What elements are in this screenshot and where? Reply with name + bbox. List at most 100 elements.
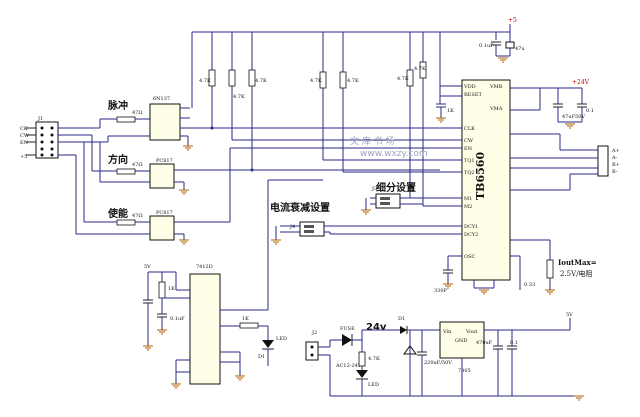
pin-en: EN — [464, 146, 473, 152]
opto-6n137 — [149, 103, 181, 141]
enable-section: 使能 47Ω PC817 — [70, 141, 440, 245]
r-sense-value: 0.33 — [524, 282, 535, 288]
dip-switch-micro: 细分设置 J3 — [361, 181, 423, 215]
vcc-out-label: 5V — [566, 312, 573, 318]
power-supply: J2 AC12-24V FUSE 24v 4.7K LED D1 — [305, 312, 584, 401]
c-out-2-value: 0.1 — [510, 340, 518, 346]
c-out-value: 470uF — [476, 340, 493, 346]
c-bulk-value: 220uF/50V — [424, 360, 452, 366]
vcc-top-label: +5 — [508, 17, 517, 24]
status-led-ref: D1 — [258, 354, 265, 360]
power-connector-ref: J2 — [311, 330, 317, 336]
tb6560-body — [461, 79, 511, 281]
out-b-minus: B- — [612, 169, 618, 175]
pin-dcy1: DCY1 — [464, 224, 478, 230]
direction-section: 方向 47Ω PC817 — [70, 134, 440, 195]
pullup-resistors: 4.7K 4.7K 4.7K 4.7K 4.7K 4.7K 4.7K — [191, 31, 510, 207]
r-pullup-3-value: 4.7K — [255, 78, 267, 84]
power-led-label: LED — [368, 382, 379, 388]
reg-gnd-pin: GND — [455, 338, 467, 344]
pin-reset: RESET — [464, 92, 482, 98]
j1-pin-cw: CW — [20, 133, 30, 139]
opto-pc817-en — [149, 215, 175, 241]
status-led-label: LED — [276, 336, 287, 342]
dip-switch-decay: 电流衰减设置 J4 — [270, 201, 343, 245]
ac-input-label: AC12-24V — [335, 363, 362, 369]
out-a-plus: A+ — [611, 148, 620, 154]
logic-c-value: 0.1uF — [170, 316, 185, 322]
decay-label: 电流衰减设置 — [270, 201, 330, 214]
power-connector — [305, 341, 319, 361]
pin-m1: M1 — [464, 196, 472, 202]
enable-label: 使能 — [107, 207, 128, 220]
supply-top: +5 0.1uF 47u — [479, 17, 525, 63]
logic-r-value: 1K — [168, 286, 175, 292]
reg-vin-pin: Vin — [442, 329, 452, 335]
connector-j1: J1 CK CW EN +5 — [20, 116, 70, 160]
diode-ref: D1 — [398, 316, 405, 322]
reg-vout-pin: Vout — [465, 329, 477, 335]
r-dir-value: 47Ω — [132, 162, 143, 168]
pin-vmb: VMB — [489, 84, 503, 90]
led2-r-value: 4.7K — [368, 356, 380, 362]
c-motor-value: 47uF50V — [562, 114, 585, 120]
pin-dcy2: DCY2 — [464, 232, 478, 238]
logic-section: 5V 细分设置 1K 0.1uF 7412D 1K LED D1 — [143, 179, 323, 389]
watermark-url: www.wxzy.com — [360, 149, 428, 159]
motor-supply: +24V 47uF50V 0.1 — [510, 79, 594, 129]
led-r-value: 1K — [242, 316, 249, 322]
micro-switch-name: J3 — [371, 186, 377, 192]
vmotor-label: +24V — [572, 79, 590, 86]
motor-output-connector: A+ A- B+ B- — [510, 133, 620, 191]
logic-vcc-label: 5V — [144, 264, 151, 270]
osc-cap-value: 330P — [434, 288, 448, 294]
r-pullup-6-value: 4.7K — [397, 76, 409, 82]
imax-formula-2: 2.5V/电阻 — [560, 269, 593, 278]
pin-clk: CLK — [464, 126, 475, 132]
tb6560-label: TB6560 — [474, 152, 487, 200]
direction-label: 方向 — [108, 153, 128, 166]
j1-pin-en: EN — [20, 140, 29, 146]
micro-label: 细分设置 — [376, 181, 416, 194]
tb6560-chip: TB6560 VDD RESET CLK CW EN TQ1 TQ2 M1 M2… — [323, 79, 511, 295]
imax-formula-1: IoutMax= — [558, 258, 597, 267]
r-pullup-5-value: 4.7K — [347, 78, 359, 84]
regulator-7805 — [439, 321, 485, 359]
pin-vdd: VDD — [463, 84, 476, 90]
r-en — [116, 219, 136, 226]
r-pullup-7-value: 4.7K — [414, 66, 426, 72]
pin-tq2: TQ2 — [464, 170, 475, 176]
opto-pc817-dir — [149, 163, 175, 189]
out-b-plus: B+ — [612, 162, 620, 168]
pulse-section: 脉冲 47Ω 6N137 — [70, 96, 440, 151]
opto1-label: 6N137 — [153, 96, 170, 102]
r-pulse-value: 47Ω — [132, 110, 143, 116]
r-pullup-1-value: 4.7K — [199, 78, 211, 84]
r-pullup-4-value: 4.7K — [310, 78, 322, 84]
fuse-ref: FUSE — [340, 326, 355, 332]
opto3-label: PC817 — [156, 210, 173, 216]
r-pullup-2-value: 4.7K — [233, 94, 245, 100]
watermark: 文 库 书 场 www.wxzy.com — [350, 135, 428, 159]
reset-cap-value: 1K — [447, 108, 454, 114]
pulse-label: 脉冲 — [107, 99, 128, 112]
j1-pin-5v: +5 — [20, 154, 27, 160]
out-a-minus: A- — [611, 155, 618, 161]
r-en-value: 47Ω — [132, 213, 143, 219]
sense-resistors: 0.33 IoutMax= 2.5V/电阻 — [510, 239, 597, 295]
pin-vma: VMA — [489, 106, 503, 112]
watermark-cn: 文 库 书 场 — [350, 135, 395, 147]
reg-label: 7805 — [458, 368, 471, 374]
pin-m2: M2 — [464, 204, 472, 210]
pin-tq1: TQ1 — [464, 158, 475, 164]
r-dir — [116, 168, 136, 175]
pin-cw: CW — [464, 138, 474, 144]
logic-ic-label: 7412D — [196, 264, 213, 270]
j1-name: J1 — [37, 116, 43, 122]
c-top-value: 0.1uF — [479, 43, 494, 49]
logic-ic-7412d — [189, 273, 221, 385]
r-pulse — [116, 116, 136, 123]
decay-switch-name: J4 — [289, 224, 295, 230]
opto2-label: PC817 — [156, 158, 173, 164]
